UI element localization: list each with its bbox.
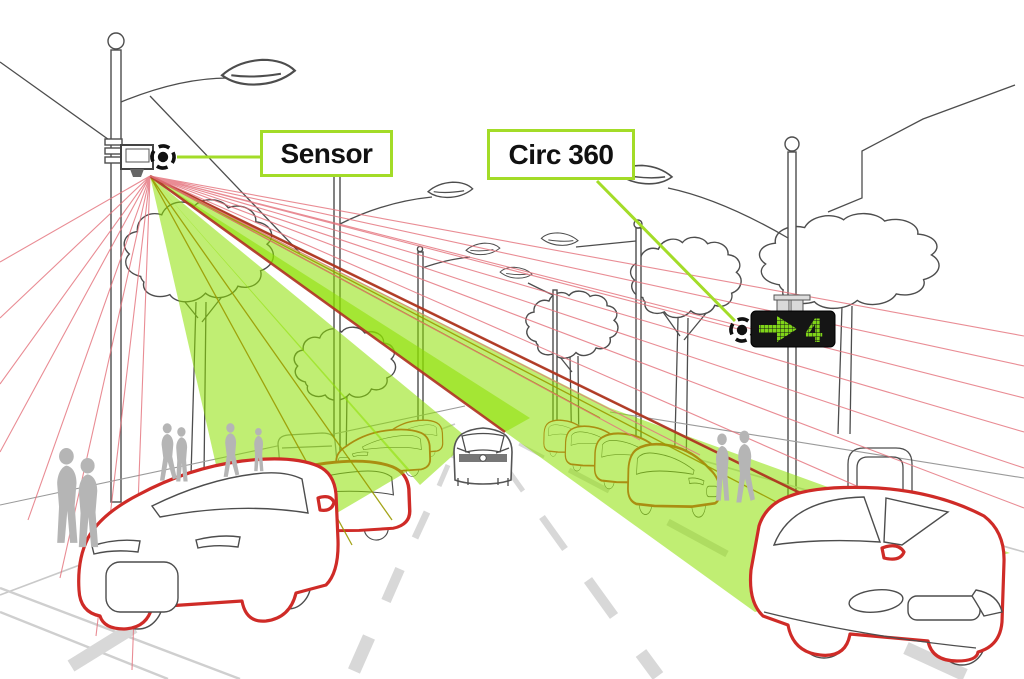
pedestrian bbox=[57, 448, 78, 543]
circ-360-label-text: Circ 360 bbox=[508, 138, 614, 170]
circ-360-label: Circ 360 bbox=[487, 129, 635, 180]
pixel-right-arrow-icon bbox=[759, 316, 797, 342]
sensor-device bbox=[104, 138, 154, 177]
pedestrian bbox=[159, 423, 177, 481]
sensor-label-text: Sensor bbox=[280, 137, 373, 169]
tree-canopy bbox=[758, 212, 941, 310]
pedestrian bbox=[78, 457, 99, 548]
lamp-head bbox=[540, 232, 579, 246]
detected-car-front-left bbox=[77, 457, 340, 631]
lamp-head bbox=[220, 58, 296, 86]
oncoming-car bbox=[453, 427, 513, 486]
beam-wedge bbox=[150, 176, 470, 485]
detected-car-front-right bbox=[748, 485, 1006, 666]
pedestrian bbox=[176, 427, 188, 482]
lamp-head bbox=[427, 181, 474, 199]
sensor-label: Sensor bbox=[260, 130, 393, 177]
display-count: 4 bbox=[804, 312, 823, 350]
guidance-display: 4 bbox=[750, 294, 836, 350]
street-furniture-arch bbox=[847, 447, 913, 502]
beam-wedge bbox=[150, 176, 410, 570]
callout-connectors bbox=[177, 155, 737, 323]
building-outlines bbox=[0, 61, 1016, 254]
sensor-target-icon bbox=[150, 144, 176, 170]
